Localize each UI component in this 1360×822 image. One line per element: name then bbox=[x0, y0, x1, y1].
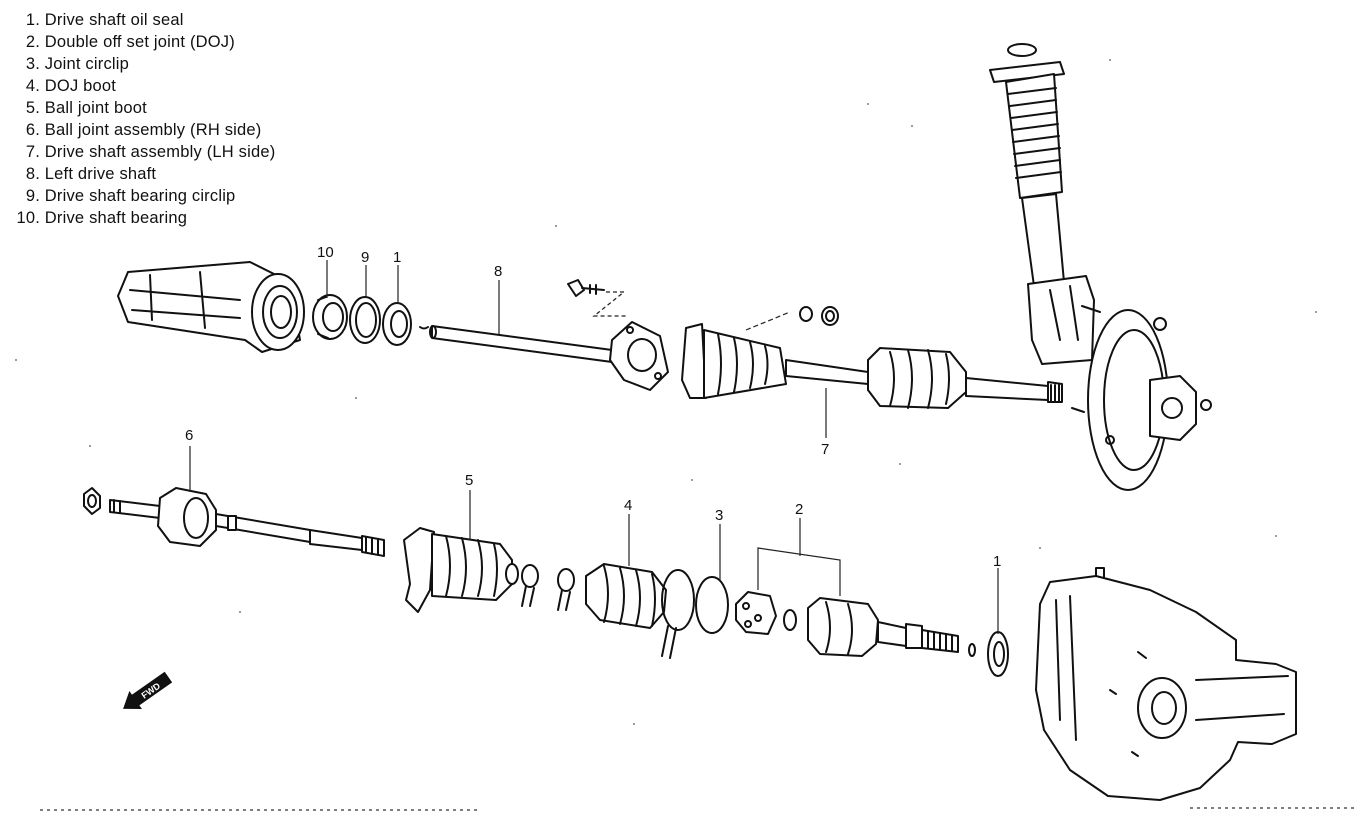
callout-1-bottom: 1 bbox=[993, 553, 1001, 570]
drive-shaft-assembly bbox=[681, 311, 1063, 409]
callout-10: 10 bbox=[317, 244, 334, 261]
callout-3: 3 bbox=[715, 507, 723, 524]
legend-item: 5. Ball joint boot bbox=[25, 99, 147, 117]
legend-item: 6. Ball joint assembly (RH side) bbox=[25, 121, 262, 139]
callout-6: 6 bbox=[185, 427, 193, 444]
legend-item: 3. Joint circlip bbox=[25, 55, 130, 73]
scan-specks bbox=[15, 59, 1317, 725]
callout-1-top: 1 bbox=[393, 249, 401, 266]
forward-direction-arrow: FWD bbox=[123, 671, 173, 710]
bearing-circlip bbox=[349, 296, 381, 344]
axle-housing bbox=[117, 261, 305, 353]
double-offset-joint bbox=[735, 547, 976, 657]
legend-item: 8. Left drive shaft bbox=[25, 165, 157, 183]
callout-5: 5 bbox=[465, 472, 473, 489]
ball-joint-assembly bbox=[109, 487, 385, 557]
legend-item: 4. DOJ boot bbox=[25, 77, 117, 95]
nut-left bbox=[83, 487, 101, 515]
ball-joint-boot bbox=[403, 527, 519, 613]
oil-seal-top bbox=[382, 302, 429, 346]
callout-2: 2 bbox=[795, 501, 803, 518]
legend-item: 9. Drive shaft bearing circlip bbox=[25, 187, 236, 205]
legend-item: 2. Double off set joint (DOJ) bbox=[25, 33, 235, 51]
callout-4: 4 bbox=[624, 497, 632, 514]
page-edge bbox=[40, 807, 1356, 811]
callouts-bottom: 6 5 4 3 2 1 bbox=[185, 427, 1001, 634]
boot-clamp bbox=[521, 564, 575, 611]
differential-housing bbox=[1035, 567, 1297, 801]
callout-7: 7 bbox=[821, 441, 829, 458]
callout-9: 9 bbox=[361, 249, 369, 266]
doj-boot bbox=[585, 563, 695, 659]
callout-8: 8 bbox=[494, 263, 502, 280]
joint-circlip bbox=[695, 576, 729, 634]
left-drive-shaft bbox=[429, 321, 669, 391]
nut bbox=[799, 306, 839, 326]
bolt bbox=[567, 279, 626, 317]
callouts-top: 10 9 1 8 7 bbox=[317, 244, 829, 458]
parts-legend: 1. Drive shaft oil seal 2. Double off se… bbox=[8, 9, 275, 229]
legend-item: 1. Drive shaft oil seal bbox=[25, 11, 184, 29]
legend-item: 10. Drive shaft bearing bbox=[16, 209, 188, 227]
oil-seal-bottom bbox=[987, 631, 1009, 677]
drive-shaft-bearing bbox=[312, 294, 348, 340]
legend-item: 7. Drive shaft assembly (LH side) bbox=[25, 143, 276, 161]
strut-and-hub bbox=[989, 43, 1212, 491]
